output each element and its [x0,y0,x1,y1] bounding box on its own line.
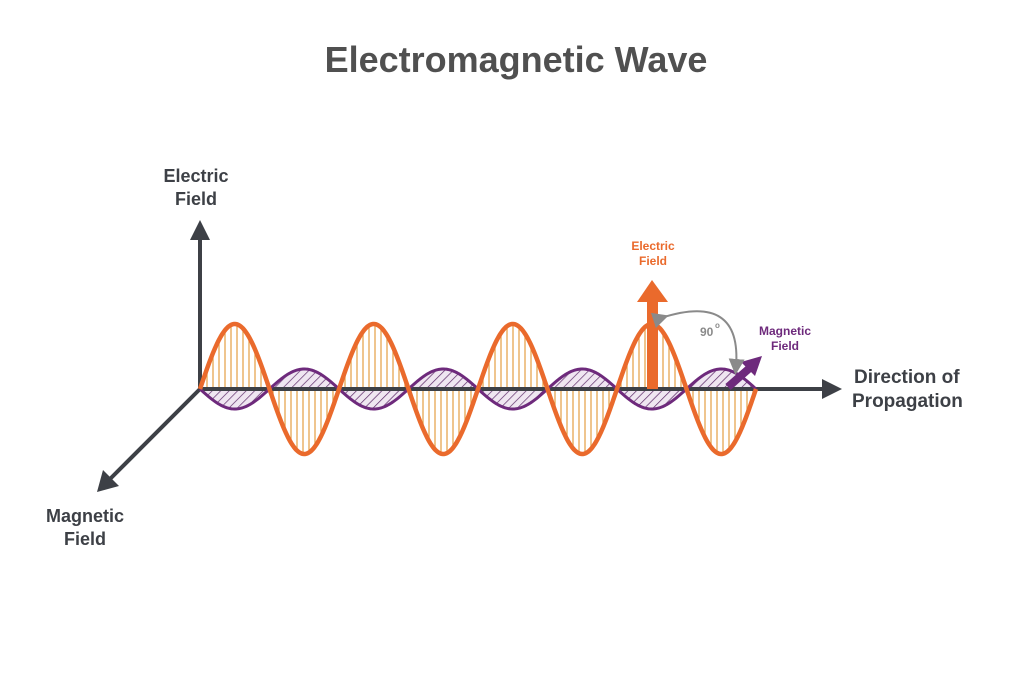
electric-axis-arrowhead [190,220,210,240]
magnetic-field-axis-label-line2: Field [64,529,106,549]
magnetic-vector-shaft [725,362,755,391]
axes [97,220,842,492]
inset-electric-label-line1: Electric [631,239,675,253]
electric-field-axis-label-line1: Electric [163,166,228,186]
inset-magnetic-label-line1: Magnetic [759,324,811,338]
magnetic-axis-line [106,387,202,483]
angle-value: 90 [700,325,714,339]
magnetic-vector-arrowhead [741,356,762,376]
electric-vector-arrowhead [637,280,668,302]
electric-vector-shaft [647,300,658,389]
inset-magnetic-label-line2: Field [771,339,799,353]
angle-degree-symbol: o [715,321,720,330]
propagation-axis-label-line1: Direction of [854,367,960,388]
magnetic-field-vector [725,356,762,391]
propagation-axis-label-line2: Propagation [852,391,963,412]
propagation-axis-arrowhead [822,379,842,399]
electric-field-axis-label-line2: Field [175,189,217,209]
inset-electric-label-line2: Field [639,254,667,268]
right-angle-arc [650,310,745,375]
magnetic-axis-arrowhead [97,470,119,492]
magnetic-field-axis-label-line1: Magnetic [46,506,124,526]
page-title: Electromagnetic Wave [325,39,708,80]
